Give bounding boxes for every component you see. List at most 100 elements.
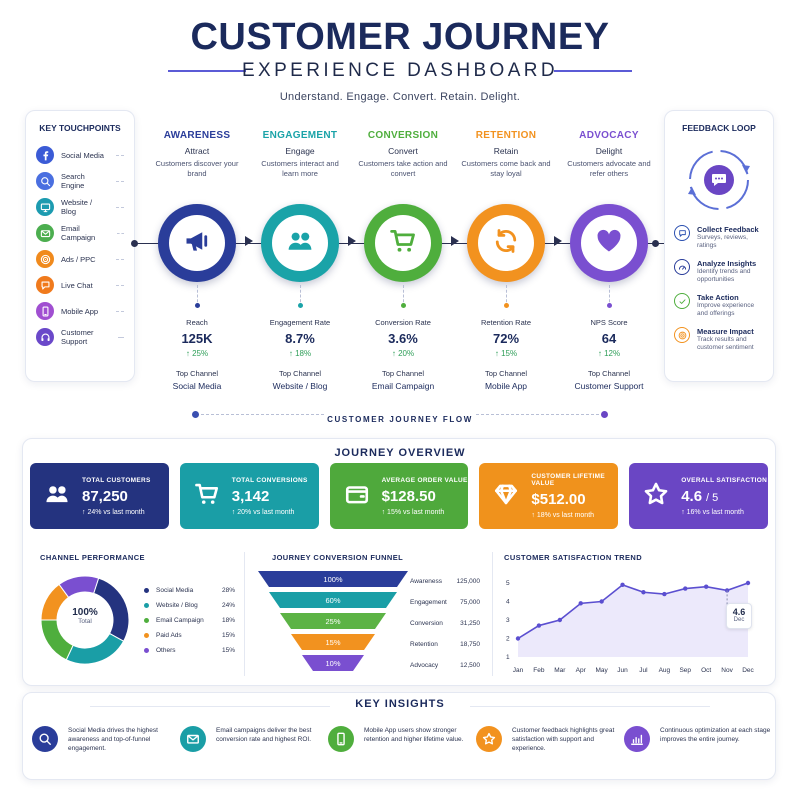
chat-icon — [674, 225, 690, 241]
trend-point[interactable] — [578, 601, 583, 606]
trend-point[interactable] — [557, 617, 563, 623]
funnel-bar[interactable]: 15% — [291, 634, 375, 650]
kpi-value-row: $128.50 — [382, 488, 468, 505]
gauge-icon — [674, 259, 690, 275]
insight-text: Continuous optimization at each stage im… — [660, 727, 771, 743]
connector-dot-left — [131, 240, 138, 247]
stage-desc: Customers come back and stay loyal — [461, 159, 551, 178]
funnel-bar[interactable]: 25% — [280, 613, 386, 629]
touchpoint-item[interactable]: Email Campaign — [36, 220, 124, 246]
stage-name: ADVOCACY — [579, 130, 639, 141]
change-value: 15% — [501, 349, 518, 358]
donut-center: 100% Total — [38, 607, 132, 625]
legend-value: 28% — [222, 587, 236, 594]
kpi-change-text: 18% vs last month — [536, 512, 595, 519]
trend-point[interactable] — [620, 582, 625, 588]
channel-performance-title: CHANNEL PERFORMANCE — [40, 553, 145, 562]
top-channel-label: Top Channel — [381, 369, 425, 378]
callout-label: Dec — [733, 617, 745, 623]
legend-swatch — [144, 618, 149, 623]
subtitle-line-right — [554, 70, 632, 72]
stage-circle-inner — [375, 215, 431, 271]
cart-icon — [194, 481, 220, 512]
funnel-value: 75,000 — [460, 599, 480, 606]
stage-name: CONVERSION — [367, 130, 439, 141]
stage-circle[interactable] — [261, 204, 339, 282]
legend-value: 15% — [222, 647, 236, 654]
stage-name: ENGAGEMENT — [262, 130, 338, 141]
stage-metric-label: Conversion Rate — [375, 318, 431, 327]
insights-row: Social Media drives the highest awarenes… — [32, 726, 772, 753]
stage-desc: Customers discover your brand — [155, 159, 239, 178]
mail-icon — [180, 726, 206, 752]
stage-circle-inner — [169, 215, 225, 271]
y-tick-label: 2 — [506, 636, 510, 643]
touchpoint-connector — [116, 258, 124, 260]
touchpoint-item[interactable]: Website / Blog — [36, 194, 124, 220]
funnel-percent: 15% — [325, 637, 341, 647]
trend-point[interactable] — [745, 580, 751, 586]
stage-circle[interactable] — [364, 204, 442, 282]
touchpoint-item[interactable]: Social Media — [36, 142, 124, 168]
x-tick-label: Aug — [659, 667, 671, 674]
stage-metric-change: ↑ 18% — [245, 349, 355, 358]
change-value: 25% — [192, 349, 209, 358]
kpi-card[interactable]: CUSTOMER LIFETIME VALUE$512.00↑ 18% vs l… — [479, 463, 619, 529]
trend-point[interactable] — [724, 588, 730, 593]
funnel-bar[interactable]: 60% — [269, 592, 397, 608]
top-channel-value: Email Campaign — [371, 381, 435, 391]
touchpoint-connector — [116, 310, 124, 312]
funnel-value: 18,750 — [460, 641, 480, 648]
funnel-bar[interactable]: 100% — [258, 571, 408, 587]
stage-circle[interactable] — [158, 204, 236, 282]
divider-1 — [244, 552, 245, 676]
touchpoint-item[interactable]: Customer Support — [36, 324, 124, 350]
stage-desc: Customers interact and learn more — [261, 159, 339, 178]
stage-circle[interactable] — [467, 204, 545, 282]
kpi-value-row: $512.00 — [531, 491, 618, 508]
feedback-step-title: Collect Feedback — [697, 225, 759, 234]
donut-slice-website-blog[interactable] — [65, 632, 125, 665]
funnel-stage: Conversion — [410, 620, 443, 627]
stage-metric-value: 3.6% — [388, 331, 418, 346]
donut-slice-others[interactable] — [58, 575, 100, 599]
touchpoint-item[interactable]: Ads / PPC — [36, 246, 124, 272]
touchpoint-connector — [116, 206, 124, 208]
kpi-card[interactable]: AVERAGE ORDER VALUE$128.50↑ 15% vs last … — [329, 463, 469, 529]
donut-slice-email-campaign[interactable] — [40, 619, 74, 661]
stage-metric-value: 72% — [492, 331, 520, 346]
feedback-step-desc: Track results and customer sentiment — [697, 336, 754, 351]
trend-point[interactable] — [641, 590, 646, 595]
headset-icon — [36, 328, 54, 346]
stage-circle[interactable] — [570, 204, 648, 282]
trend-point[interactable] — [536, 623, 542, 628]
kpi-text: AVERAGE ORDER VALUE$128.50↑ 15% vs last … — [382, 477, 468, 516]
touchpoint-item[interactable]: Live Chat — [36, 272, 124, 298]
trend-point[interactable] — [703, 584, 709, 589]
stage-arrow-icon — [245, 236, 253, 246]
page-subtitle: EXPERIENCE DASHBOARD — [241, 60, 559, 81]
insight-text: Email campaigns deliver the best convers… — [216, 727, 312, 743]
search-icon — [32, 726, 58, 752]
trend-point[interactable] — [599, 599, 604, 604]
trend-point[interactable] — [683, 586, 688, 591]
trend-point[interactable] — [662, 591, 667, 597]
stage-sub: Engage — [285, 146, 315, 156]
stage-metric-value: 64 — [601, 331, 617, 346]
kpi-value: 87,250 — [82, 487, 128, 505]
touchpoint-item[interactable]: Search Engine — [36, 168, 124, 194]
funnel-bar[interactable]: 10% — [302, 655, 364, 671]
kpi-change: ↑ 18% vs last month — [531, 512, 618, 519]
feedback-title: FEEDBACK LOOP — [682, 123, 756, 133]
trend-point[interactable] — [515, 636, 521, 641]
touchpoint-item[interactable]: Mobile App — [36, 298, 124, 324]
